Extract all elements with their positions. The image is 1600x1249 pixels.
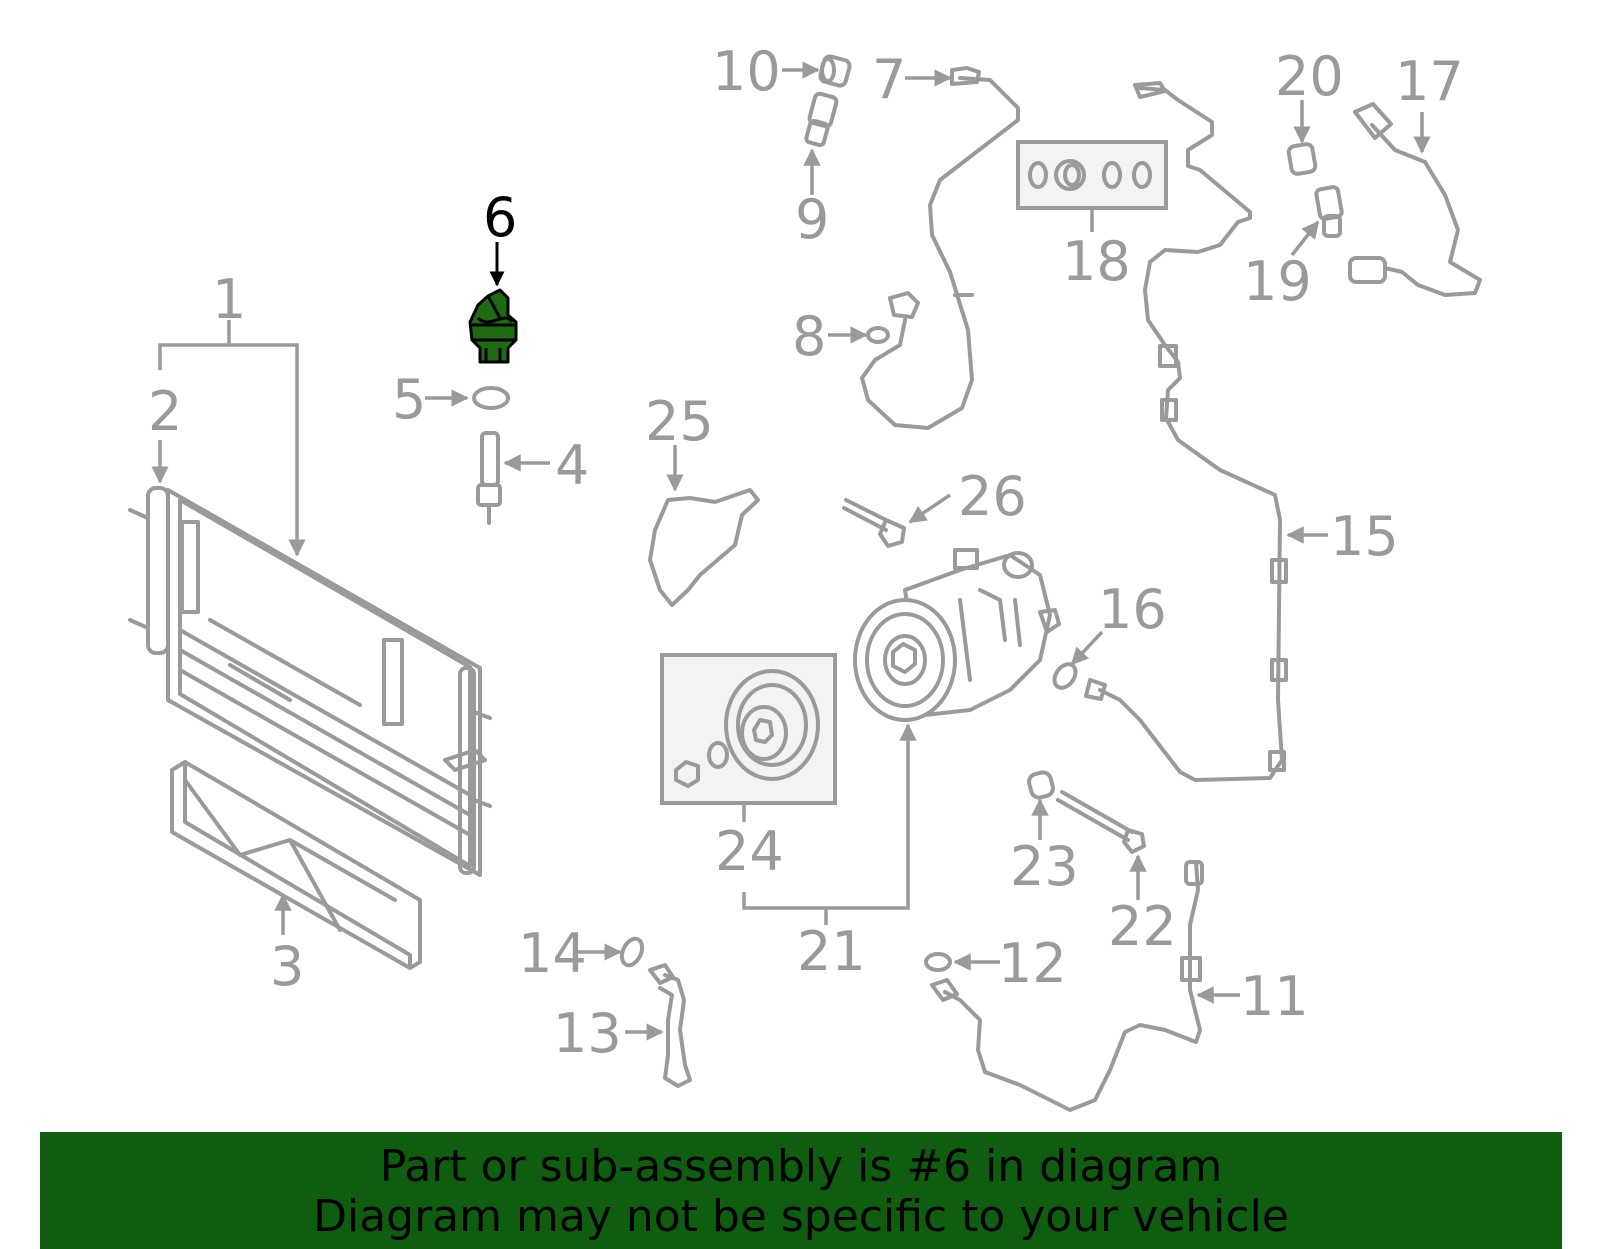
spacer-23-part[interactable] bbox=[1027, 770, 1055, 800]
cap-10-part[interactable] bbox=[818, 54, 852, 88]
callout-16: 16 bbox=[1098, 578, 1167, 641]
condenser-part[interactable] bbox=[128, 486, 492, 877]
air-guide-part[interactable] bbox=[170, 760, 422, 970]
compressor-21-part[interactable] bbox=[853, 548, 1061, 722]
bolt-26-part[interactable] bbox=[842, 498, 906, 548]
bolt-26-leader bbox=[908, 493, 951, 524]
valve-core-part[interactable] bbox=[476, 431, 502, 525]
ac-line-11-part[interactable] bbox=[930, 860, 1204, 1112]
valve-19-leader bbox=[1290, 220, 1320, 257]
callout-21: 21 bbox=[797, 920, 866, 983]
o-ring-16-leader bbox=[1070, 630, 1104, 666]
callout-13: 13 bbox=[553, 1002, 622, 1065]
callout-7: 7 bbox=[872, 48, 906, 111]
clutch-kit-24-part[interactable] bbox=[660, 653, 837, 805]
ac-line-15-part[interactable] bbox=[1098, 81, 1288, 782]
callout-11: 11 bbox=[1240, 965, 1309, 1028]
pressure-switch-highlighted-part[interactable] bbox=[468, 288, 518, 364]
o-ring-14-part[interactable] bbox=[618, 936, 646, 969]
o-ring-16-part[interactable] bbox=[1050, 660, 1107, 701]
callout-20: 20 bbox=[1275, 45, 1344, 108]
ac-line-13-part[interactable] bbox=[648, 963, 692, 1088]
callout-24: 24 bbox=[715, 820, 784, 883]
callout-26: 26 bbox=[958, 465, 1027, 528]
callout-19: 19 bbox=[1243, 250, 1312, 313]
callout-12: 12 bbox=[998, 932, 1067, 995]
o-ring-5-part[interactable] bbox=[472, 386, 510, 410]
callout-17: 17 bbox=[1395, 50, 1464, 113]
callout-18: 18 bbox=[1062, 230, 1131, 293]
callout-6: 6 bbox=[483, 186, 517, 249]
info-banner: Part or sub-assembly is #6 in diagram Di… bbox=[40, 1132, 1562, 1249]
condenser-leader bbox=[151, 320, 306, 557]
callout-5: 5 bbox=[392, 368, 426, 431]
callout-1: 1 bbox=[212, 268, 246, 331]
callout-22: 22 bbox=[1108, 895, 1177, 958]
seal-kit-18-part[interactable] bbox=[1016, 140, 1168, 210]
ac-line-7-part[interactable] bbox=[860, 66, 1020, 430]
banner-line-1: Part or sub-assembly is #6 in diagram bbox=[379, 1141, 1223, 1192]
callout-2: 2 bbox=[148, 380, 182, 443]
bracket-25-part[interactable] bbox=[648, 488, 760, 607]
callout-8: 8 bbox=[792, 305, 826, 368]
cap-20-part[interactable] bbox=[1286, 142, 1318, 176]
callout-4: 4 bbox=[555, 434, 589, 497]
callout-15: 15 bbox=[1330, 505, 1399, 568]
banner-line-2: Diagram may not be specific to your vehi… bbox=[313, 1191, 1289, 1242]
valve-9-part[interactable] bbox=[804, 91, 839, 148]
callout-25: 25 bbox=[645, 390, 714, 453]
ac-line-17-part[interactable] bbox=[1348, 102, 1482, 297]
valve-19-part[interactable] bbox=[1314, 185, 1344, 238]
o-ring-12-part[interactable] bbox=[924, 952, 952, 972]
bolt-22-part[interactable] bbox=[1056, 790, 1146, 854]
callout-3: 3 bbox=[270, 935, 304, 998]
callout-10: 10 bbox=[712, 40, 781, 103]
callout-9: 9 bbox=[795, 188, 829, 251]
o-ring-8-part[interactable] bbox=[866, 326, 890, 344]
callout-14: 14 bbox=[518, 922, 587, 985]
callout-23: 23 bbox=[1010, 835, 1079, 898]
